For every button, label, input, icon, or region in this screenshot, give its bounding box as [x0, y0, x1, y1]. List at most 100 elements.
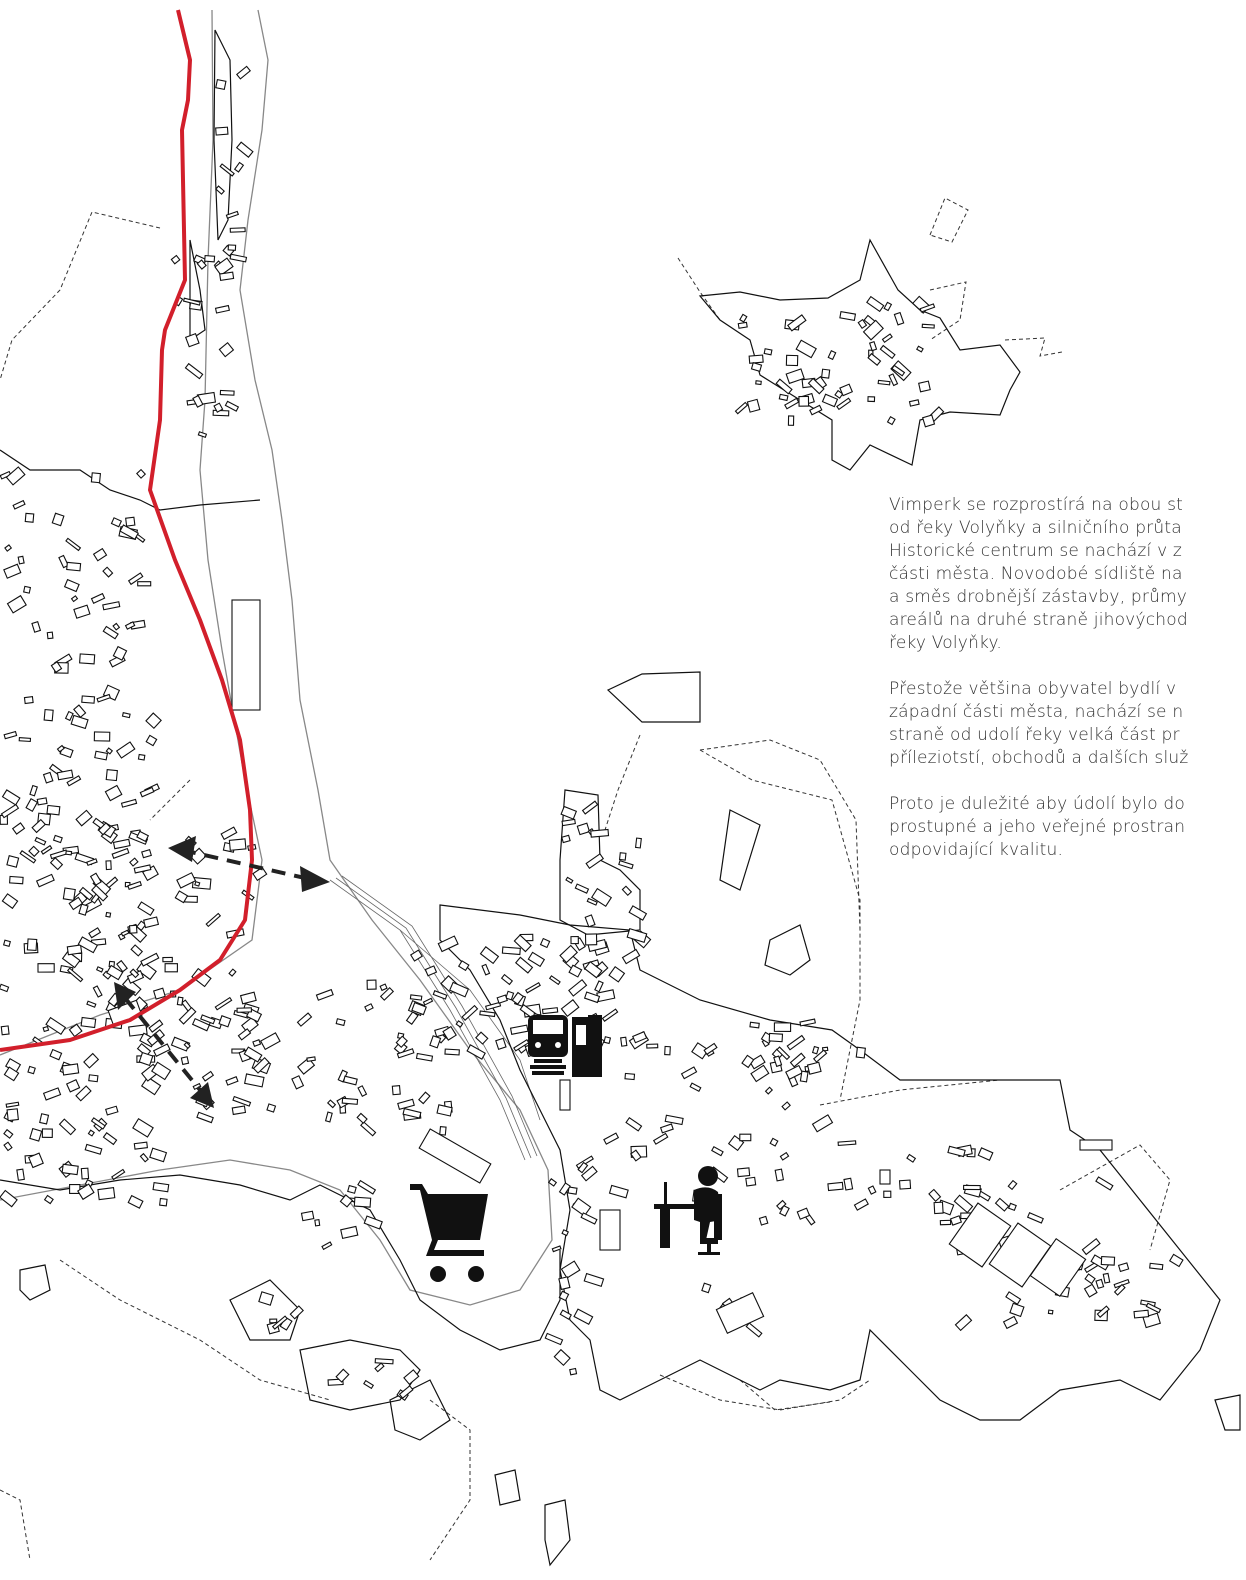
building [26, 938, 38, 952]
building [1, 893, 19, 910]
connection-arrow-north [168, 836, 330, 892]
building [6, 1108, 19, 1122]
building [75, 809, 93, 827]
building [439, 1126, 447, 1136]
building [1117, 1262, 1130, 1273]
building [906, 1153, 917, 1163]
building [1095, 1176, 1114, 1191]
building [568, 964, 583, 978]
building [883, 301, 893, 312]
building [102, 625, 119, 640]
building [339, 1194, 354, 1208]
building [921, 414, 936, 428]
building [183, 1041, 191, 1050]
building [140, 952, 160, 967]
building [834, 389, 844, 399]
building [102, 566, 114, 578]
building [214, 996, 233, 1011]
building [91, 884, 109, 902]
building [601, 1008, 619, 1022]
building [659, 1123, 674, 1134]
building [919, 303, 936, 313]
building [806, 1061, 822, 1075]
building [514, 956, 534, 974]
building [306, 1056, 316, 1063]
building [111, 847, 130, 859]
building [112, 838, 131, 850]
building [1081, 1238, 1101, 1256]
building [505, 990, 515, 1001]
building [191, 1017, 211, 1032]
building [90, 1117, 106, 1130]
building [727, 1134, 745, 1152]
building [152, 1181, 170, 1193]
building [70, 595, 79, 603]
building [66, 561, 82, 572]
building [243, 1046, 263, 1063]
building [953, 1194, 974, 1214]
building [553, 1348, 571, 1367]
building [335, 1368, 350, 1383]
building [857, 318, 868, 329]
building [1047, 1309, 1054, 1315]
building [62, 887, 76, 901]
building [768, 1032, 784, 1043]
building [231, 599, 261, 711]
building [411, 1002, 427, 1016]
building [0, 1189, 18, 1208]
building [31, 818, 47, 834]
building [513, 934, 532, 953]
building [620, 1036, 628, 1047]
building [63, 578, 80, 593]
building [347, 1184, 357, 1194]
building [495, 1037, 507, 1050]
building [422, 997, 434, 1006]
building [737, 321, 748, 329]
building [79, 653, 96, 665]
building [527, 951, 546, 968]
building [853, 1198, 869, 1211]
building [87, 1129, 95, 1137]
building [49, 857, 64, 871]
building [176, 996, 184, 1006]
building [786, 1034, 806, 1051]
building [324, 1111, 333, 1123]
connection-arrow-south [114, 982, 214, 1108]
building [558, 1290, 570, 1302]
building [1, 789, 21, 806]
building [119, 524, 139, 541]
building [204, 254, 216, 263]
building [689, 1082, 702, 1093]
building [58, 554, 69, 569]
building [357, 1179, 377, 1195]
building [773, 1055, 783, 1068]
building [27, 1065, 36, 1075]
building [178, 1006, 197, 1025]
building [398, 1385, 414, 1399]
building [49, 849, 68, 860]
building [409, 994, 423, 1001]
building [176, 872, 197, 889]
building [225, 210, 240, 219]
building [569, 1367, 578, 1376]
building [218, 1015, 232, 1028]
building [799, 1018, 816, 1027]
building [326, 1099, 337, 1109]
building [236, 65, 252, 80]
building [599, 1209, 621, 1251]
building [402, 1107, 422, 1119]
building [244, 1073, 265, 1088]
building [137, 901, 155, 917]
building [736, 1167, 751, 1178]
building [1029, 1237, 1087, 1298]
building [129, 857, 139, 867]
building [357, 1085, 368, 1097]
building [289, 1305, 304, 1320]
building [259, 1032, 281, 1051]
building [105, 1105, 119, 1116]
building [811, 1114, 834, 1133]
building [252, 1039, 262, 1047]
building [785, 1064, 804, 1080]
building [366, 979, 377, 990]
building [92, 985, 103, 998]
